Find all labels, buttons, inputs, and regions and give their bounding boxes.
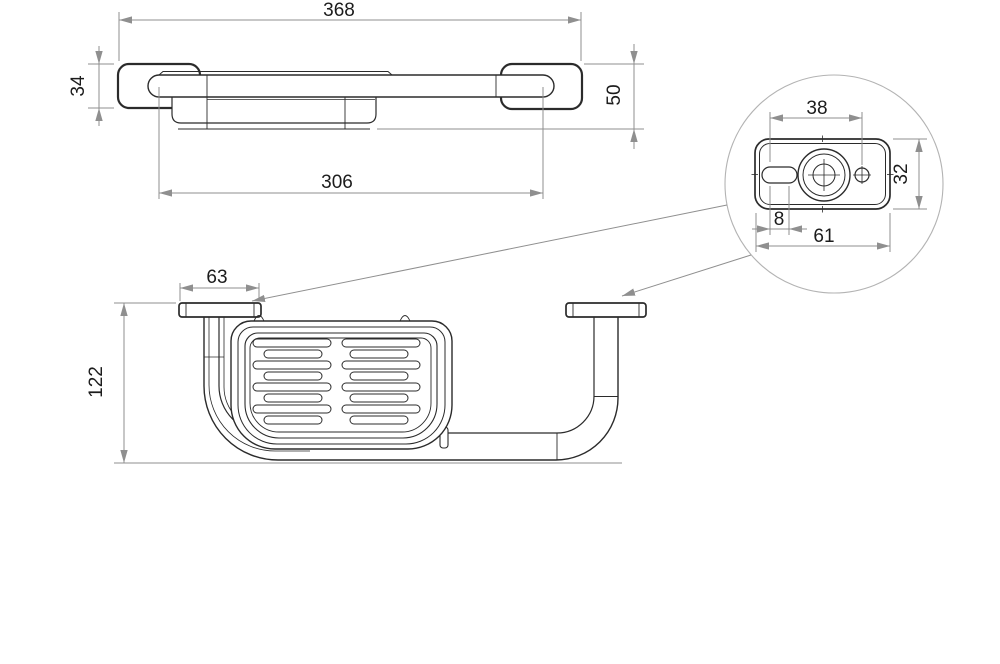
detail-view: 38 32 8 61 — [251, 74, 944, 303]
basket-slot — [349, 393, 409, 403]
hanging-notch — [253, 315, 265, 322]
support-bar — [147, 74, 555, 98]
dim-bracket-height-label: 34 — [68, 75, 89, 97]
basket-slot — [341, 360, 421, 370]
side-view: 63 122 — [86, 267, 647, 464]
basket-back-rim — [158, 71, 393, 76]
dim-total-width-label: 368 — [323, 0, 355, 21]
right-wall-flange — [565, 302, 647, 318]
basket-slot — [263, 393, 323, 403]
basket-slot — [341, 382, 421, 392]
detail-leader-line — [621, 254, 752, 297]
left-wall-flange — [178, 302, 262, 318]
basket-slot — [252, 382, 332, 392]
basket-slot — [252, 404, 332, 414]
dim-plate-height-label: 32 — [891, 163, 912, 184]
dim-slot-length-label: 8 — [774, 209, 785, 230]
front-view: 368 34 50 306 — [68, 0, 644, 199]
mount-plate-inner-outline — [759, 143, 886, 205]
frame-wire-line — [208, 317, 310, 452]
keyhole-slot — [761, 166, 798, 184]
dim-inner-width-label: 306 — [321, 172, 353, 193]
basket-slot — [263, 371, 323, 381]
basket-slot — [252, 338, 332, 348]
basket-slot — [349, 349, 409, 359]
frame-outer-edge — [203, 317, 619, 461]
detail-leader-line — [251, 204, 728, 303]
basket-slot — [252, 360, 332, 370]
basket-slots — [252, 338, 421, 425]
dim-plate-width-label: 61 — [813, 226, 834, 247]
basket-outer-inner-line — [237, 326, 446, 445]
basket-slot — [263, 415, 323, 425]
basket-tray-profile — [171, 97, 377, 124]
hanging-notch — [399, 315, 411, 322]
basket-slot — [341, 404, 421, 414]
basket-slot — [349, 415, 409, 425]
basket-slot — [341, 338, 421, 348]
dim-flange-width-label: 63 — [206, 267, 227, 288]
boss-outer-circle — [797, 148, 851, 202]
dim-overall-height-label: 122 — [86, 366, 107, 398]
dim-end-height-label: 50 — [604, 84, 625, 105]
dim-hole-spacing-label: 38 — [806, 98, 827, 119]
basket-wall-inner-line — [249, 337, 432, 433]
basket-slot — [349, 371, 409, 381]
boss-middle-circle — [802, 153, 846, 197]
basket-slot — [263, 349, 323, 359]
